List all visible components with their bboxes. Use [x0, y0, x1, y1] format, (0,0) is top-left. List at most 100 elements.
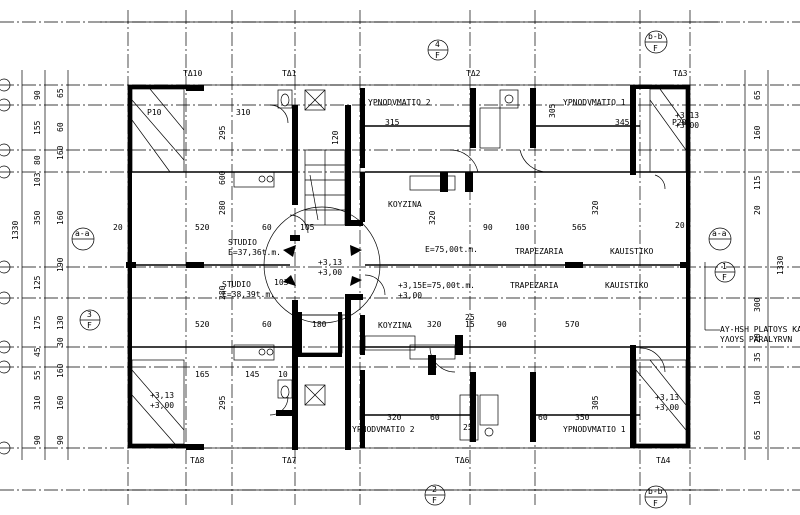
svg-text:55: 55	[33, 370, 42, 380]
svg-text:280: 280	[218, 285, 227, 300]
svg-text:320: 320	[387, 413, 402, 422]
svg-text:90: 90	[33, 90, 42, 100]
svg-text:20: 20	[753, 205, 762, 215]
svg-text:315: 315	[385, 118, 400, 127]
svg-text:TΔ10: TΔ10	[183, 69, 202, 78]
lobby-arrows	[263, 206, 381, 324]
svg-text:1: 1	[722, 262, 727, 271]
section-marker-bb-bottom: b-b F	[644, 485, 668, 509]
room-dining-1: TRAPEZARIA	[515, 247, 563, 256]
svg-text:65: 65	[56, 88, 65, 98]
svg-text:105: 105	[300, 223, 315, 232]
svg-text:TΔ6: TΔ6	[455, 456, 470, 465]
column-tags: TΔ10 TΔ1 TΔ2 TΔ3 TΔ8 TΔ7 TΔ6 TΔ4	[183, 69, 688, 465]
room-studio-2: STUDIO	[222, 280, 251, 289]
svg-text:+3,00: +3,00	[675, 121, 699, 130]
svg-text:295: 295	[218, 125, 227, 140]
svg-text:1330: 1330	[11, 221, 20, 240]
svg-text:190: 190	[56, 257, 65, 272]
section-marker-top: 4 F	[427, 39, 449, 61]
svg-text:320: 320	[591, 200, 600, 215]
svg-text:570: 570	[565, 320, 580, 329]
svg-text:+3,00: +3,00	[318, 268, 342, 277]
svg-text:175: 175	[33, 315, 42, 330]
balconies	[131, 88, 687, 445]
svg-text:TΔ2: TΔ2	[466, 69, 481, 78]
svg-text:45: 45	[33, 347, 42, 357]
room-bedroom-1-top: YPNODVMATIO 1	[563, 98, 626, 107]
svg-text:160: 160	[56, 145, 65, 160]
right-dimension-labels: 65 160 115 20 300 20 35 160 65 1330	[753, 90, 785, 440]
svg-text:60: 60	[538, 413, 548, 422]
svg-text:90: 90	[483, 223, 493, 232]
svg-text:310: 310	[236, 108, 251, 117]
right-dimension-chain	[744, 70, 769, 460]
svg-text:30: 30	[56, 337, 65, 347]
svg-text:520: 520	[195, 320, 210, 329]
svg-text:345: 345	[615, 118, 630, 127]
left-dimension-labels: 90 155 80 103 350 125 175 45 55 310 90 1…	[11, 88, 65, 445]
stair-core	[298, 89, 346, 406]
svg-text:+3,13: +3,13	[675, 111, 699, 120]
svg-text:165: 165	[195, 370, 210, 379]
svg-text:155: 155	[33, 120, 42, 135]
svg-text:F: F	[435, 51, 440, 60]
svg-text:60: 60	[262, 223, 272, 232]
svg-text:565: 565	[572, 223, 587, 232]
svg-text:125: 125	[33, 275, 42, 290]
svg-text:310: 310	[33, 395, 42, 410]
svg-text:160: 160	[56, 395, 65, 410]
svg-text:20: 20	[113, 223, 123, 232]
svg-text:+3,13: +3,13	[150, 391, 174, 400]
room-kitchen-top: KOYZINA	[388, 200, 422, 209]
svg-text:YΛOYS PARALYRVN: YΛOYS PARALYRVN	[720, 335, 792, 344]
outer-walls	[127, 84, 691, 449]
room-studio-2-area: E=38,39t.m.	[222, 290, 275, 299]
svg-text:90: 90	[497, 320, 507, 329]
svg-text:320: 320	[428, 210, 437, 225]
door-swings	[269, 104, 666, 416]
svg-text:305: 305	[591, 395, 600, 410]
top-dimension-chain	[100, 21, 720, 491]
svg-text:160: 160	[56, 363, 65, 378]
svg-text:+3,00: +3,00	[655, 403, 679, 412]
svg-text:90: 90	[56, 435, 65, 445]
svg-text:TΔ1: TΔ1	[282, 69, 297, 78]
svg-text:+3,15: +3,15	[398, 281, 422, 290]
room-area-right-2: E=75,00t.m.	[422, 281, 475, 290]
svg-text:3: 3	[87, 310, 92, 319]
interior-dimensions: 310 315 305 345 295 600 280 520 105 60 9…	[113, 103, 685, 432]
room-living-2: KAUISTIKO	[605, 281, 649, 290]
svg-text:145: 145	[245, 370, 260, 379]
svg-text:25: 25	[465, 313, 475, 322]
svg-text:10: 10	[278, 370, 288, 379]
svg-text:TΔ4: TΔ4	[656, 456, 671, 465]
svg-text:15: 15	[465, 320, 475, 329]
section-marker-bb-top: b-b F	[644, 30, 668, 54]
svg-text:300: 300	[753, 297, 762, 312]
level-marks: +3,13 +3,00 +3,15 +3,00 +3,13 +3,00 +3,1…	[150, 111, 699, 412]
interior-walls	[126, 85, 690, 450]
svg-text:4: 4	[435, 40, 440, 49]
svg-text:60: 60	[56, 122, 65, 132]
svg-text:20: 20	[753, 333, 762, 343]
svg-text:+3,13: +3,13	[655, 393, 679, 402]
svg-text:a-a: a-a	[75, 229, 90, 238]
svg-text:305: 305	[548, 103, 557, 118]
section-marker-aa-left: a-a	[71, 227, 95, 251]
svg-text:+3,00: +3,00	[398, 291, 422, 300]
svg-text:280: 280	[218, 200, 227, 215]
section-marker-right-1: 1 F	[714, 261, 736, 283]
room-kitchen-bottom: KOYZINA	[378, 321, 412, 330]
room-living-1: KAUISTIKO	[610, 247, 654, 256]
svg-text:130: 130	[56, 315, 65, 330]
kitchen-counters	[233, 171, 456, 361]
room-dining-2: TRAPEZARIA	[510, 281, 558, 290]
room-area-right-1: E=75,00t.m.	[425, 245, 478, 254]
svg-text:115: 115	[753, 175, 762, 190]
note-callout: AY-HSH PLATOYS KA YΛOYS PARALYRVN	[704, 262, 800, 344]
svg-text:520: 520	[195, 223, 210, 232]
svg-text:160: 160	[56, 210, 65, 225]
svg-text:F: F	[722, 273, 727, 282]
